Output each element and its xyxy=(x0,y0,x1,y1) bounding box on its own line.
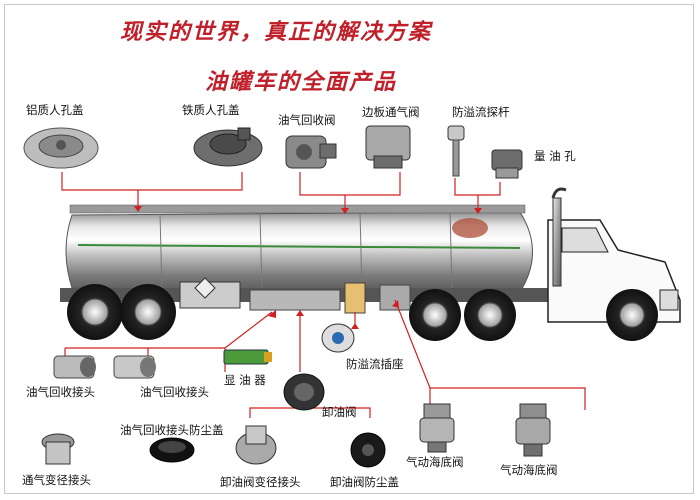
valve-reducer-icon xyxy=(235,425,277,465)
label-sight-glass: 显 油 器 xyxy=(224,373,266,387)
pneumatic-valve-1-icon xyxy=(419,403,455,453)
sight-glass-icon xyxy=(223,349,272,365)
label-pneumatic-valve-1: 气动海底阀 xyxy=(406,455,464,469)
iron-manhole-cover-icon xyxy=(193,127,263,167)
side-vent-valve-icon xyxy=(365,125,411,169)
overflow-probe-icon xyxy=(447,125,465,177)
vapor-coupling-2-icon xyxy=(113,355,156,379)
label-coupling-dust-cap: 油气回收接头防尘盖 xyxy=(120,423,224,437)
label-vapor-coupling-1: 油气回收接头 xyxy=(26,385,95,399)
vent-reducer-icon xyxy=(41,433,75,465)
rear-wheels xyxy=(67,284,176,340)
label-vent-reducer: 通气变径接头 xyxy=(22,473,91,487)
label-overflow-socket: 防溢流插座 xyxy=(346,357,404,371)
gauge-hole-icon xyxy=(491,149,523,179)
label-overflow-probe: 防溢流探杆 xyxy=(452,105,510,119)
top-connectors xyxy=(61,172,501,210)
coupling-dust-cap-icon xyxy=(149,437,195,463)
label-pneumatic-valve-2: 气动海底阀 xyxy=(500,463,558,477)
label-discharge-valve: 卸油阀 xyxy=(322,405,357,419)
label-vapor-coupling-2: 油气回收接头 xyxy=(140,385,209,399)
label-gauge-hole: 量 油 孔 xyxy=(534,149,576,163)
label-valve-dust-cap: 卸油阀防尘盖 xyxy=(330,475,399,489)
tank-body xyxy=(65,204,533,293)
main-title: 现实的世界，真正的解决方案 xyxy=(120,19,433,45)
overflow-socket-icon xyxy=(321,323,355,353)
vapor-recovery-valve-icon xyxy=(285,135,337,169)
vapor-coupling-1-icon xyxy=(53,355,96,379)
label-side-vent-valve: 边板通气阀 xyxy=(362,105,420,119)
bottom-arrowheads xyxy=(268,300,399,329)
discharge-valve-icon xyxy=(283,373,325,411)
label-aluminum-manhole-cover: 铝质人孔盖 xyxy=(26,103,84,117)
front-wheels xyxy=(409,289,658,341)
sub-title: 油罐车的全面产品 xyxy=(205,69,398,95)
label-iron-manhole-cover: 铁质人孔盖 xyxy=(182,103,240,117)
top-arrowheads xyxy=(134,206,482,214)
diagram-frame xyxy=(4,4,694,494)
pneumatic-valve-2-icon xyxy=(515,403,551,457)
label-valve-reducer: 卸油阀变径接头 xyxy=(220,475,301,489)
aluminum-manhole-cover-icon xyxy=(23,127,99,169)
valve-dust-cap-icon xyxy=(350,432,386,468)
label-vapor-recovery-valve: 油气回收阀 xyxy=(278,113,336,127)
